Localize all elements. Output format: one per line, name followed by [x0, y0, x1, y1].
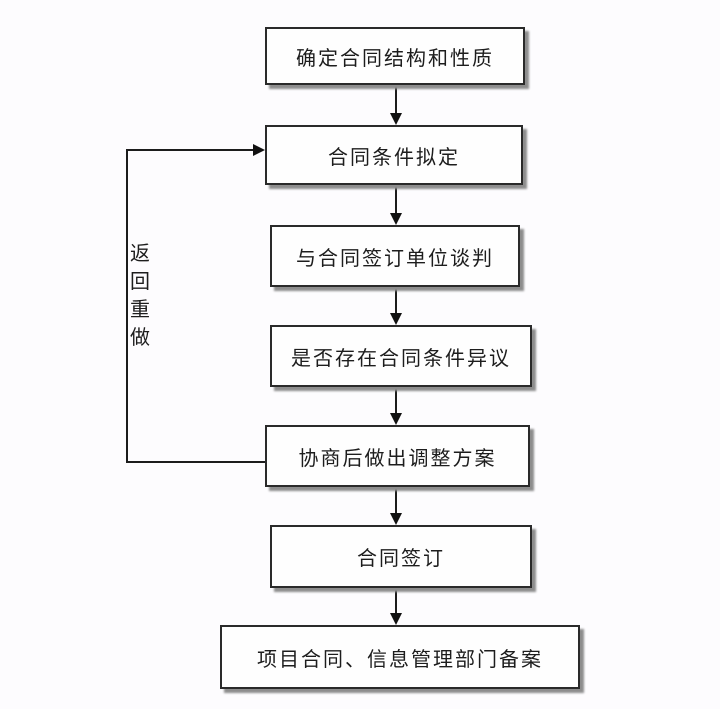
arrow-n6-n7 [390, 588, 402, 625]
flow-node-draft-contract-conditions: 合同条件拟定 [265, 125, 523, 185]
flow-node-determine-contract-structure: 确定合同结构和性质 [265, 27, 525, 85]
feedback-arrow-n5-n2 [126, 144, 265, 463]
flow-node-negotiate-with-signing-party: 与合同签订单位谈判 [270, 225, 520, 287]
arrow-n4-n5 [390, 387, 402, 425]
arrow-n2-n3 [390, 185, 402, 225]
flow-node-filing-with-departments: 项目合同、信息管理部门备案 [220, 625, 580, 689]
arrow-n1-n2 [390, 85, 402, 125]
arrow-n3-n4 [390, 287, 402, 325]
feedback-loop-label: 返回重做 [130, 243, 150, 349]
arrow-n5-n6 [390, 487, 402, 525]
flow-node-condition-objection-check: 是否存在合同条件异议 [270, 325, 532, 387]
flow-node-contract-signing: 合同签订 [270, 525, 532, 588]
flow-node-adjustment-plan: 协商后做出调整方案 [265, 425, 530, 487]
